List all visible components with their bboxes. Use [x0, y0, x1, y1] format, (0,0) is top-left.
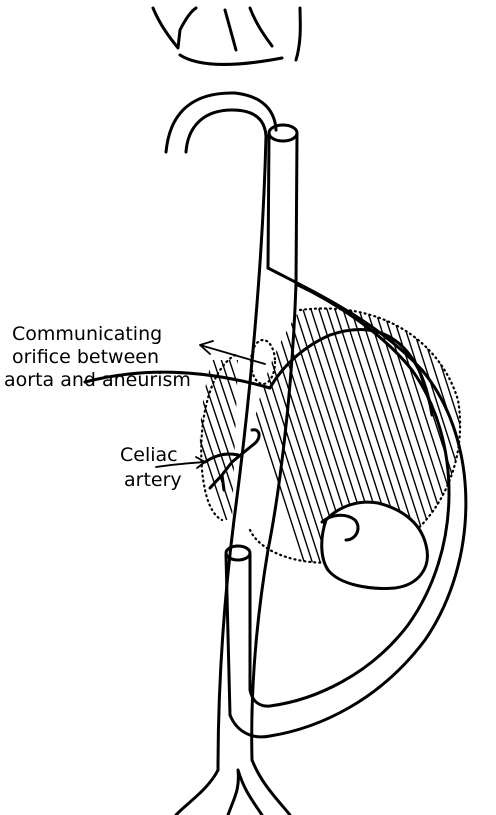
iliac-bifurcation	[176, 760, 290, 815]
orifice-label-line2: orifice between	[12, 346, 159, 368]
hatch-line	[428, 300, 496, 580]
arch-branch-right	[296, 8, 300, 60]
hatch-line	[492, 300, 496, 580]
graft-proximal-tube	[268, 135, 297, 284]
hatch-line	[484, 300, 496, 580]
hatch-line	[476, 300, 496, 580]
hatch-line	[444, 300, 496, 580]
orifice-label-line3: aorta and aneurism	[4, 369, 191, 391]
aortic-arch	[153, 8, 300, 152]
iliac-middle	[228, 770, 262, 815]
hatch-line	[468, 300, 496, 580]
hatch-line	[460, 300, 496, 580]
iliac-left	[176, 770, 218, 815]
graft-outer-wall	[230, 268, 466, 737]
communicating-orifice	[251, 340, 275, 384]
orifice-label-line1: Communicating	[12, 323, 162, 345]
celiac-label-line1: Celiac	[120, 444, 178, 466]
graft-distal-tube	[226, 555, 250, 715]
arch-branch-left	[153, 8, 196, 48]
graft-proximal-stump	[269, 125, 297, 141]
arch-branch-middle	[225, 8, 272, 50]
arch-outer-wall	[166, 93, 276, 152]
celiac-label-line2: artery	[124, 469, 182, 491]
